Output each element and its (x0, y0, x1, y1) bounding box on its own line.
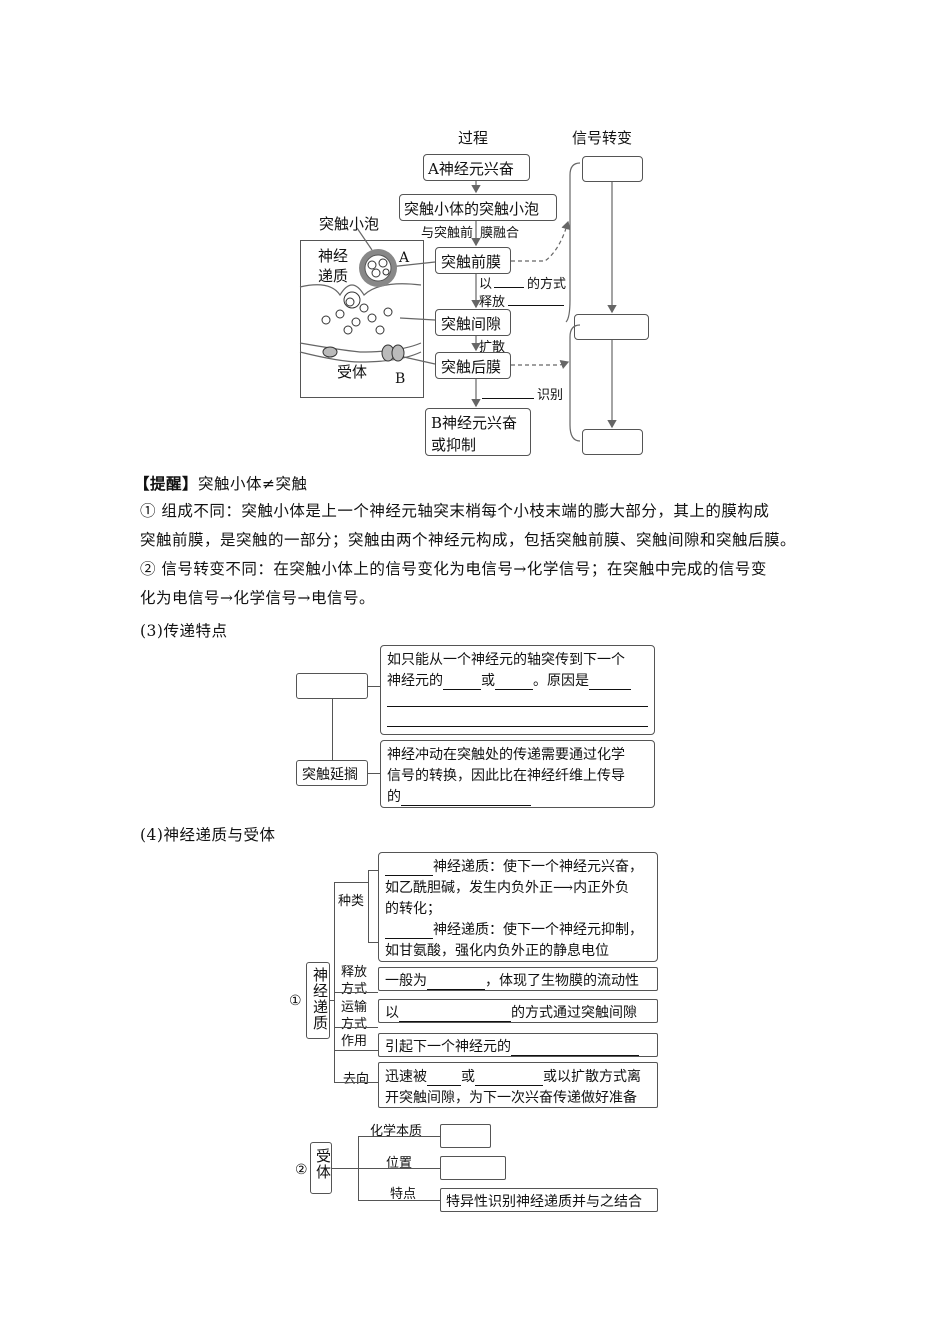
delay-text-box: 神经冲动在突触处的传递需要通过化学 信号的转换，因此比在神经纤维上传导 的 (380, 740, 655, 808)
cell-vesicle-label: 突触小泡 (319, 215, 380, 233)
section4-heading: (4)神经递质与受体 (140, 826, 276, 844)
cell-receptor-label: 受体 (337, 363, 368, 381)
tip-label: 【提醒】 (134, 474, 199, 493)
release-box: 一般为，体现了生物膜的流动性 (378, 967, 658, 991)
connector (358, 1200, 440, 1201)
signal-box-2 (574, 314, 649, 340)
release-label-a: 以 (479, 277, 493, 292)
receptor-feature-label: 特点 (390, 1187, 417, 1202)
transport-label-1: 运输 (341, 1000, 368, 1015)
recognize-label: 识别 (537, 388, 564, 403)
cell-nt-label-1: 神经 (318, 247, 349, 265)
receptor-position-blank (440, 1156, 506, 1180)
delay-box: 突触延搁 (296, 760, 368, 786)
one-way-box: 如只能从一个神经元的轴突传到下一个 神经元的或。原因是 (380, 645, 655, 735)
blank-release-what (508, 291, 564, 306)
node-cleft: 突触间隙 (435, 309, 511, 336)
effect-label: 作用 (341, 1034, 368, 1049)
tip-title: 突触小体≠突触 (198, 475, 308, 493)
connector (358, 1168, 440, 1169)
node-postsynaptic: 突触后膜 (435, 352, 511, 379)
section3-heading: (3)传递特点 (140, 622, 228, 640)
synapse-figure-lines (299, 162, 617, 442)
release-label-b: 的方式 (527, 277, 567, 292)
connector (330, 1000, 334, 1001)
kind-label: 种类 (338, 894, 365, 909)
connector (368, 870, 378, 871)
receptor-feature-box: 特异性识别神经递质并与之结合 (440, 1188, 658, 1212)
tip-heading: 【提醒】突触小体≠突触 (134, 472, 308, 494)
cell-nt-label-2: 递质 (318, 267, 349, 285)
effect-box: 引起下一个神经元的 (378, 1033, 658, 1057)
fuse-left-label: 与突触前 (421, 226, 474, 241)
signal-box-3 (582, 429, 643, 455)
num-1: ① (289, 993, 302, 1009)
tip-p1-line2: 突触前膜，是突触的一部分；突触由两个神经元构成，包括突触前膜、突触间隙和突触后膜… (140, 531, 797, 549)
receptor-label-box: 受体 (310, 1142, 332, 1194)
connector (334, 992, 378, 993)
connector (334, 1082, 378, 1083)
diffuse-label: 扩散 (479, 340, 506, 355)
connector (358, 1136, 440, 1137)
fate-box: 迅速被或或以扩散方式离 开突触间隙，为下一次兴奋传递做好准备 (378, 1062, 658, 1108)
receptor-position-label: 位置 (386, 1156, 413, 1171)
release-label-1: 释放 (341, 965, 368, 980)
col-signal-header: 信号转变 (572, 129, 633, 147)
tip-p2-line2: 化为电信号→化学信号→电信号。 (140, 589, 375, 607)
node-b-excite: B神经元兴奋 或抑制 (425, 408, 531, 456)
connector (334, 882, 368, 883)
connector (368, 870, 369, 942)
receptor-nature-label: 化学本质 (370, 1124, 423, 1139)
blank-feature-box (296, 673, 368, 699)
fate-label: 去向 (343, 1072, 370, 1087)
release-label-2b: 方式 (341, 982, 368, 997)
node-presynaptic: 突触前膜 (435, 247, 511, 274)
kind-box: 神经递质：使下一个神经元兴奋， 如乙酰胆碱，发生内负外正⟶内正外负 的转化； 神… (378, 852, 658, 962)
num-2: ② (295, 1162, 308, 1178)
node-a-excite: A神经元兴奋 (423, 154, 530, 181)
nt-label-box: 神经递质 (306, 962, 330, 1039)
transport-label-2: 方式 (341, 1017, 368, 1032)
connector (332, 1168, 358, 1169)
connector (334, 1050, 378, 1051)
transport-box: 以的方式通过突触间隙 (378, 999, 658, 1023)
connector (368, 942, 378, 943)
signal-box-1 (582, 156, 643, 182)
connector (332, 699, 333, 760)
blank-recognize (482, 384, 534, 399)
connector (334, 882, 335, 1082)
col-process-header: 过程 (458, 129, 489, 147)
connector (368, 686, 380, 687)
blank-release-mode (494, 273, 524, 288)
connector (368, 773, 380, 774)
receptor-nature-blank (440, 1124, 491, 1148)
release-label-2: 释放 (479, 295, 506, 310)
tip-p2-line1: ② 信号转变不同：在突触小体上的信号变化为电信号→化学信号；在突触中完成的信号变 (140, 560, 767, 578)
connector (334, 1027, 378, 1028)
node-vesicle: 突触小体的突触小泡 (399, 194, 557, 221)
cell-b-label: B (395, 371, 406, 387)
cell-a-label: A (399, 250, 410, 266)
tip-p1-line1: ① 组成不同：突触小体是上一个神经元轴突末梢每个小枝末端的膨大部分，其上的膜构成 (140, 502, 770, 520)
fuse-right-label: 膜融合 (480, 226, 520, 241)
